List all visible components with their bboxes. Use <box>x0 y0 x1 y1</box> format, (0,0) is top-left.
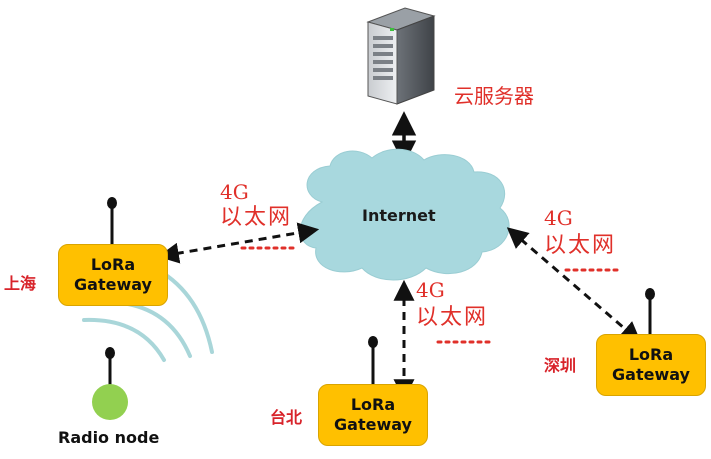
gateway-shanghai: LoRa Gateway <box>58 244 168 306</box>
link-shenzhen <box>506 227 642 343</box>
radio-node-icon <box>92 347 128 420</box>
gateway-taipei: LoRa Gateway <box>318 384 428 446</box>
link-label-shenzhen-eth: 以太网 <box>544 233 617 258</box>
antenna-icon-taipei <box>368 336 378 384</box>
link-shanghai <box>157 222 320 264</box>
city-label-shanghai: 上海 <box>4 274 37 293</box>
radio-node-label: Radio node <box>58 428 160 447</box>
gateway-line2: Gateway <box>612 365 690 384</box>
internet-cloud-icon <box>299 148 510 281</box>
gateway-line2: Gateway <box>334 415 412 434</box>
gateway-line2: Gateway <box>74 275 152 294</box>
antenna-icon-shanghai <box>107 197 117 244</box>
link-label-taipei-4g: 4G <box>416 278 445 302</box>
city-label-shenzhen: 深圳 <box>544 356 577 375</box>
gateway-line1: LoRa <box>350 395 396 414</box>
gateway-line1: LoRa <box>90 255 136 274</box>
link-label-taipei-eth: 以太网 <box>416 305 489 330</box>
city-label-taipei: 台北 <box>270 408 303 427</box>
link-label-shanghai-eth: 以太网 <box>220 205 293 230</box>
server-label: 云服务器 <box>454 84 534 108</box>
link-label-shanghai-4g: 4G <box>220 180 249 204</box>
gateway-line1: LoRa <box>628 345 674 364</box>
internet-label: Internet <box>362 206 436 225</box>
server-icon <box>366 7 436 105</box>
gateway-shenzhen: LoRa Gateway <box>596 334 706 396</box>
antenna-icon-shenzhen <box>645 288 655 334</box>
link-label-shenzhen-4g: 4G <box>544 206 573 230</box>
